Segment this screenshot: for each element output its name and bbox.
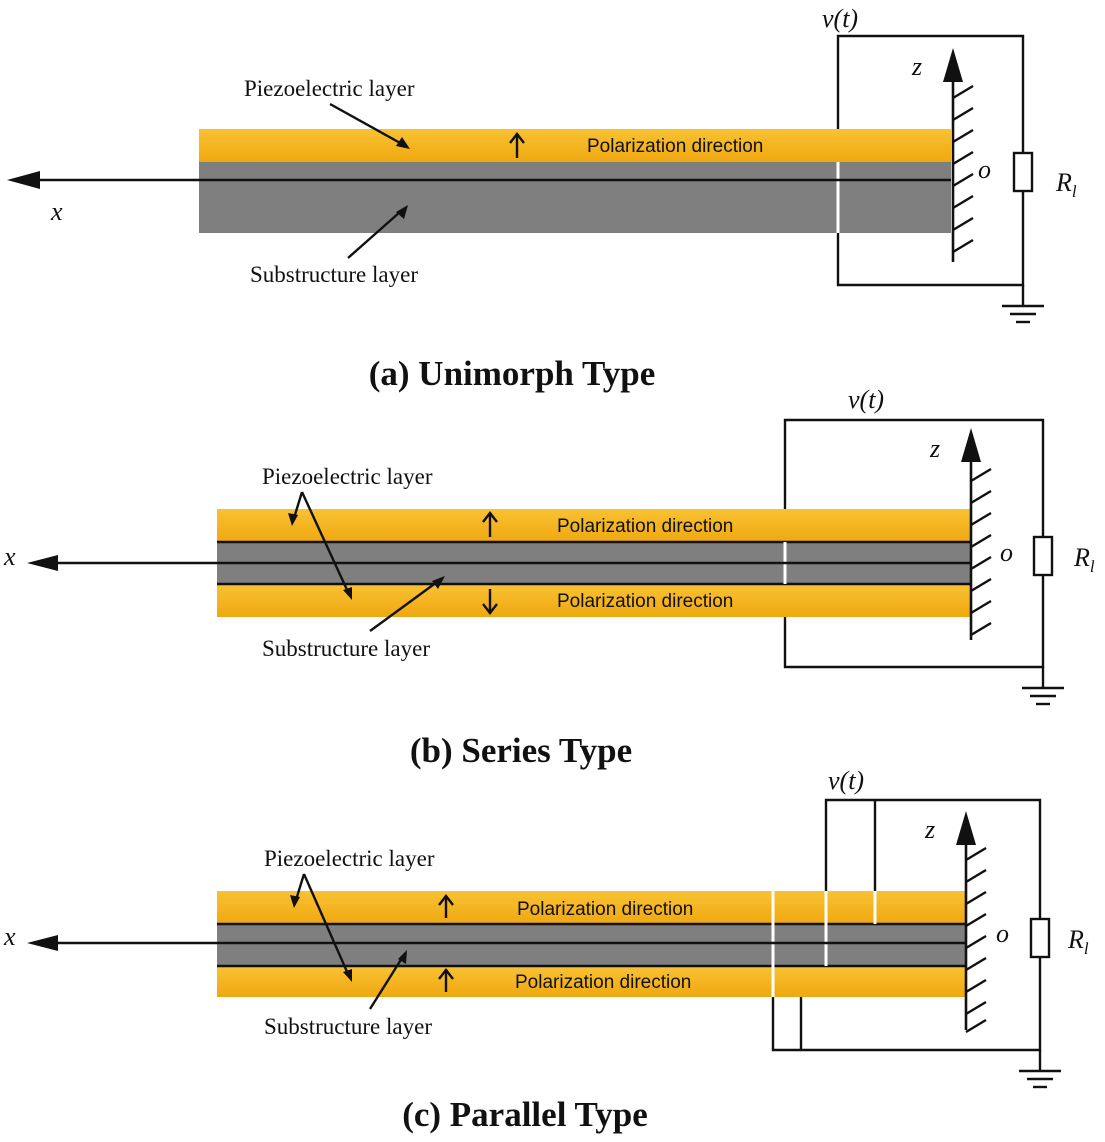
polarization-label-top: Polarization direction xyxy=(517,899,693,920)
resistor-label: Rl xyxy=(1073,543,1095,576)
z-axis-arrow xyxy=(956,811,976,845)
panel-parallel: x z o Polarization direction Polarizatio… xyxy=(3,766,1089,1134)
origin-label: o xyxy=(978,155,991,184)
piezo-layer-top xyxy=(217,509,972,542)
origin-label: o xyxy=(1000,538,1013,567)
panel-series: x z o Polarization direction Polarizatio… xyxy=(3,385,1095,770)
piezo-layer-bottom xyxy=(217,584,972,617)
z-axis-label: z xyxy=(924,815,935,844)
caption-c: (c) Parallel Type xyxy=(402,1095,648,1134)
piezo-layer-bottom xyxy=(217,966,965,997)
caption-b: (b) Series Type xyxy=(410,731,632,770)
origin-label: o xyxy=(996,919,1009,948)
polarization-label-bottom: Polarization direction xyxy=(557,591,733,612)
x-axis-label: x xyxy=(50,197,63,226)
z-axis-label: z xyxy=(911,52,922,81)
piezo-layer-top xyxy=(217,891,965,924)
x-axis-label: x xyxy=(3,922,16,951)
ground-icon xyxy=(1019,1069,1061,1089)
substructure-label: Substructure layer xyxy=(262,636,430,661)
piezo-label: Piezoelectric layer xyxy=(244,76,415,101)
polarization-label: Polarization direction xyxy=(587,136,763,157)
x-axis-arrow xyxy=(7,171,40,189)
x-axis-arrow xyxy=(27,935,58,951)
ground-icon xyxy=(1022,686,1064,706)
clamp-hatch xyxy=(970,467,992,637)
x-axis-label: x xyxy=(3,542,16,571)
substructure-label: Substructure layer xyxy=(250,262,418,287)
piezo-layer xyxy=(199,129,951,162)
resistor xyxy=(1029,917,1051,959)
substructure-label: Substructure layer xyxy=(264,1014,432,1039)
ground-icon xyxy=(1002,304,1044,324)
voltage-label: v(t) xyxy=(848,385,884,414)
clamp-hatch xyxy=(965,846,987,1034)
circuit-wire xyxy=(824,798,1042,919)
resistor xyxy=(1012,151,1034,193)
polarization-label-top: Polarization direction xyxy=(557,516,733,537)
x-axis-arrow xyxy=(27,555,58,571)
resistor-label: Rl xyxy=(1055,168,1077,201)
z-axis-arrow xyxy=(943,48,963,82)
substructure-layer xyxy=(199,162,951,233)
clamp-hatch xyxy=(952,84,974,254)
z-axis-arrow xyxy=(961,428,981,462)
caption-a: (a) Unimorph Type xyxy=(369,354,656,393)
resistor-label: Rl xyxy=(1067,925,1089,958)
voltage-label: v(t) xyxy=(828,766,864,795)
voltage-label: v(t) xyxy=(822,4,858,33)
panel-unimorph: x z o Polarization direction Piezoelectr… xyxy=(7,4,1077,393)
z-axis-label: z xyxy=(929,434,940,463)
resistor xyxy=(1032,535,1054,577)
piezo-label: Piezoelectric layer xyxy=(264,846,435,871)
circuit-wire xyxy=(836,34,1025,153)
piezo-label: Piezoelectric layer xyxy=(262,464,433,489)
polarization-label-bottom: Polarization direction xyxy=(515,972,691,993)
circuit-wire xyxy=(783,418,1045,537)
